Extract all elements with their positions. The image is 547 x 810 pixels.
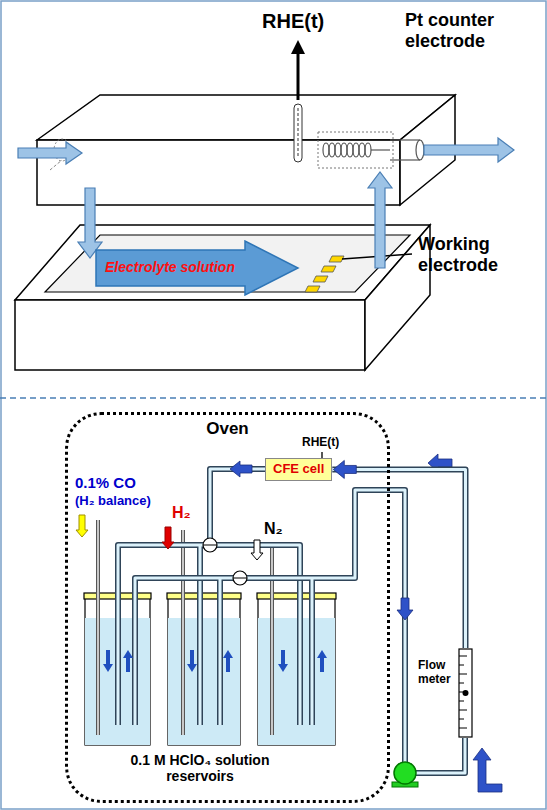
drawing-polygon bbox=[37, 95, 455, 140]
part-label: Working electrode bbox=[418, 234, 528, 275]
drawing-ellipse bbox=[329, 143, 335, 157]
meter-tick bbox=[459, 665, 464, 666]
gas-label: N₂ bbox=[264, 520, 283, 538]
drawing-line bbox=[0, 397, 547, 399]
meter-tick bbox=[459, 656, 467, 657]
drawing-polygon bbox=[329, 256, 344, 262]
drawing-ellipse bbox=[359, 143, 365, 157]
drawing-rect bbox=[167, 593, 241, 599]
drawing-use bbox=[118, 545, 300, 725]
meter-tick bbox=[459, 701, 464, 702]
drawing-rect bbox=[294, 104, 302, 162]
drawing-line bbox=[298, 108, 299, 158]
meter-tick bbox=[459, 674, 467, 675]
drawing-polygon bbox=[368, 172, 392, 268]
drawing-line bbox=[203, 545, 217, 546]
drawing-ellipse bbox=[365, 143, 371, 157]
gas-label: H₂ bbox=[172, 504, 191, 522]
drawing-ellipse bbox=[347, 143, 353, 157]
drawing-rect bbox=[168, 595, 240, 745]
drawing-g bbox=[230, 454, 502, 792]
drawing-circle bbox=[203, 538, 217, 552]
pipe-wall bbox=[332, 469, 465, 648]
drawing-use bbox=[210, 469, 265, 545]
drawing-polygon bbox=[473, 748, 502, 792]
meter-tick bbox=[459, 728, 467, 729]
drawing-polygon bbox=[76, 515, 88, 537]
drawing-rect bbox=[168, 618, 240, 745]
meter-tick bbox=[459, 719, 464, 720]
drawing-use bbox=[98, 520, 272, 735]
drawing-line bbox=[371, 149, 390, 150]
drawing-ellipse bbox=[416, 140, 424, 160]
flow-meter: Flow meter bbox=[418, 648, 476, 738]
drawing-ellipse bbox=[323, 143, 329, 157]
cell-name: CFE cell bbox=[273, 461, 324, 478]
drawing-rect bbox=[258, 595, 335, 745]
arrow-head bbox=[333, 460, 356, 478]
drawing-polygon bbox=[15, 225, 430, 300]
drawing-polygon bbox=[305, 286, 320, 292]
drawing-line bbox=[390, 159, 420, 160]
meter-tube bbox=[459, 649, 472, 737]
drawing-polygon bbox=[291, 40, 305, 54]
drawing-polygon bbox=[321, 266, 336, 272]
drawing-g bbox=[103, 650, 327, 672]
drawing-rect bbox=[15, 300, 365, 370]
drawing-use bbox=[416, 738, 465, 773]
drawing-line bbox=[233, 578, 247, 579]
drawing-rect bbox=[257, 593, 336, 599]
drawing-polygon bbox=[123, 650, 133, 672]
drawing-ellipse bbox=[341, 143, 347, 157]
drawing-polygon bbox=[251, 540, 263, 560]
drawing-use bbox=[135, 490, 405, 762]
drawing-polygon bbox=[18, 142, 82, 164]
drawing-rect bbox=[318, 132, 393, 168]
arrow-outline bbox=[96, 241, 298, 295]
drawing-circle bbox=[233, 571, 247, 585]
drawing-polygon bbox=[424, 138, 514, 162]
oven-region: OvenCFE cell bbox=[65, 412, 390, 803]
probe-label: RHE(t) bbox=[302, 436, 339, 450]
drawing-polygon bbox=[397, 598, 413, 620]
drawing-use bbox=[210, 469, 265, 545]
meter-float bbox=[463, 690, 469, 696]
drawing-polygon bbox=[187, 650, 197, 672]
drawing-polygon bbox=[103, 650, 113, 672]
drawing-line bbox=[390, 139, 420, 140]
flow-label: Electrolyte solution bbox=[100, 250, 240, 286]
drawing-polygon bbox=[278, 650, 288, 672]
gas-label: (H₂ balance) bbox=[75, 494, 151, 509]
drawing-line bbox=[297, 52, 300, 100]
drawing-polygon bbox=[162, 527, 174, 549]
probe-label: RHE(t) bbox=[262, 10, 324, 33]
part-label: Pt counter electrode bbox=[405, 10, 520, 51]
meter-label: Flow meter bbox=[418, 658, 458, 687]
drawing-polygon bbox=[317, 650, 327, 672]
meter-tick bbox=[459, 683, 464, 684]
pipe-bore bbox=[332, 469, 465, 648]
drawing-polygon bbox=[313, 276, 328, 282]
drawing-polygon bbox=[223, 650, 233, 672]
drawing-polygon bbox=[78, 188, 102, 258]
drawing-use bbox=[118, 545, 300, 725]
drawing-use bbox=[98, 520, 272, 735]
meter-tick bbox=[459, 710, 467, 711]
drawing-ellipse bbox=[353, 143, 359, 157]
cell-box: CFE cell bbox=[265, 458, 332, 481]
reservoir-label: 0.1 M HClO₄ solution reservoirs bbox=[125, 752, 275, 784]
drawing-line bbox=[50, 160, 62, 170]
drawing-g bbox=[323, 140, 424, 160]
flow-arrow: Electrolyte solution bbox=[95, 240, 300, 296]
drawing-use bbox=[416, 738, 465, 773]
drawing-ellipse bbox=[335, 143, 341, 157]
drawing-use bbox=[135, 490, 405, 762]
drawing-rect bbox=[258, 618, 335, 745]
drawing-circle bbox=[394, 762, 416, 784]
gas-label: 0.1% CO bbox=[75, 474, 136, 491]
pipe-connector bbox=[332, 460, 465, 648]
drawing-polygon bbox=[230, 461, 252, 477]
